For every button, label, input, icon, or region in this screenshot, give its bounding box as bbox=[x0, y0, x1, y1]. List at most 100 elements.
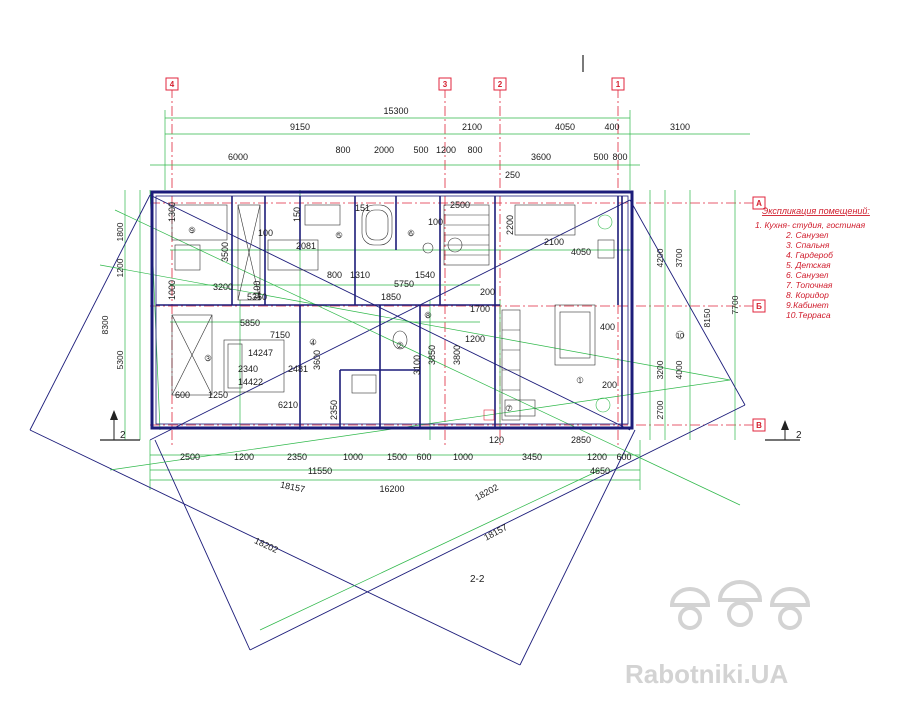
watermark-text: Rabotniki.UA bbox=[625, 659, 788, 689]
inner-dimension-label: 400 bbox=[600, 322, 615, 332]
dim-bottom-1: 600 bbox=[416, 452, 431, 462]
inner-dimension-label: 1300 bbox=[167, 202, 177, 222]
double-bed bbox=[223, 339, 285, 393]
dim-right: 3700 bbox=[674, 248, 684, 267]
inner-dimension-label: 1310 bbox=[350, 270, 370, 280]
legend-item: 4. Гардероб bbox=[786, 250, 834, 260]
desk bbox=[171, 204, 228, 241]
dim-left: 8300 bbox=[100, 315, 110, 334]
section-mark-right: 2 bbox=[765, 420, 802, 441]
dim-top-3: 800 bbox=[612, 152, 627, 162]
inner-dimension-label: 100 bbox=[258, 228, 273, 238]
dim-top-3: 500 bbox=[593, 152, 608, 162]
room-number-8: 8 bbox=[426, 313, 430, 320]
inner-dimension-label: 2481 bbox=[288, 364, 308, 374]
boiler bbox=[483, 409, 495, 421]
grid-axes bbox=[150, 88, 760, 445]
dimension-lines bbox=[124, 110, 750, 490]
inner-dimension-label: 7150 bbox=[270, 330, 290, 340]
dim-bottom-1: 2350 bbox=[287, 452, 307, 462]
dim-total-width: 15300 bbox=[383, 106, 408, 116]
diag-dim: 18202 bbox=[253, 535, 280, 555]
tv bbox=[597, 239, 615, 259]
shower bbox=[351, 374, 377, 394]
plant bbox=[597, 214, 613, 230]
inner-dimension-label: 1850 bbox=[381, 292, 401, 302]
room-number-4: 4 bbox=[311, 340, 315, 347]
plant bbox=[595, 397, 611, 413]
chair bbox=[174, 244, 201, 271]
inner-dimension-label: 2850 bbox=[571, 435, 591, 445]
inner-dimension-label: 4050 bbox=[571, 247, 591, 257]
inner-dimension-label: 3800 bbox=[452, 345, 462, 365]
inner-dimension-label: 200 bbox=[480, 287, 495, 297]
svg-text:3: 3 bbox=[443, 80, 448, 89]
dim-left: 5300 bbox=[115, 350, 125, 369]
exterior-walls bbox=[150, 190, 634, 430]
sofa bbox=[514, 204, 576, 236]
dim-bottom-1: 1000 bbox=[453, 452, 473, 462]
closet bbox=[171, 314, 213, 396]
child-desk bbox=[304, 204, 341, 226]
svg-text:В: В bbox=[756, 421, 762, 430]
room-number-7: 7 bbox=[507, 406, 511, 413]
kitchen-counter bbox=[501, 309, 521, 421]
dim-top-3: 500 bbox=[413, 145, 428, 155]
inner-dimension-label: 1100 bbox=[252, 281, 262, 300]
dim-top-3: 800 bbox=[335, 145, 350, 155]
inner-dimension-label: 14247 bbox=[248, 348, 273, 358]
dim-left: 1800 bbox=[115, 222, 125, 241]
dim-bottom-1: 1200 bbox=[587, 452, 607, 462]
watermark: Rabotniki.UA bbox=[625, 580, 811, 689]
inner-dimension-label: 2081 bbox=[296, 241, 316, 251]
inner-dimension-label: 3200 bbox=[213, 282, 233, 292]
furniture bbox=[171, 204, 615, 421]
staircase bbox=[443, 204, 490, 266]
section-mark-left: 2 bbox=[100, 410, 140, 441]
inner-dimension-label: 3100 bbox=[412, 355, 422, 375]
dim-top-2: 3100 bbox=[670, 122, 690, 132]
dim-bottom-3: 16200 bbox=[379, 484, 404, 494]
inner-dimension-label: 2340 bbox=[238, 364, 258, 374]
room-number-5: 5 bbox=[337, 233, 341, 240]
bathtub bbox=[361, 204, 393, 246]
legend-item: 6. Санузел bbox=[786, 270, 829, 280]
dim-top-3: 2000 bbox=[374, 145, 394, 155]
inner-dimension-label: 1000 bbox=[167, 280, 177, 300]
toilet bbox=[392, 330, 408, 350]
legend-title: Экспликация помещений: bbox=[762, 206, 870, 216]
legend-item: 3. Спальня bbox=[786, 240, 830, 250]
dim-bottom-1: 3450 bbox=[522, 452, 542, 462]
svg-text:A: A bbox=[756, 199, 762, 208]
watermark-helmets-icon bbox=[669, 580, 811, 630]
svg-text:1: 1 bbox=[616, 80, 621, 89]
dim-right: 8150 bbox=[702, 308, 712, 327]
room-number-2: 2 bbox=[398, 343, 402, 350]
inner-dimension-label: 3600 bbox=[312, 350, 322, 370]
dim-top-2: 400 bbox=[604, 122, 619, 132]
dim-top-2: 9150 bbox=[290, 122, 310, 132]
stove bbox=[504, 399, 536, 417]
inner-dimension-label: 5750 bbox=[394, 279, 414, 289]
dim-bottom-2: 11550 bbox=[308, 466, 332, 476]
axis-marker-top-4: 4 bbox=[165, 77, 179, 91]
child-bed bbox=[267, 239, 319, 271]
wardrobe bbox=[237, 204, 261, 301]
inner-dimension-label: 1540 bbox=[415, 270, 435, 280]
dim-bottom-1: 2500 bbox=[180, 452, 200, 462]
legend-item: 7. Топочная bbox=[786, 280, 833, 290]
inner-dimension-label: 2350 bbox=[329, 400, 339, 420]
dim-left: 1200 bbox=[115, 258, 125, 277]
inner-dimension-label: 2500 bbox=[450, 200, 470, 210]
room-legend: Экспликация помещений: 1. Кухня- студия,… bbox=[755, 206, 870, 320]
axis-marker-right-a: A bbox=[752, 196, 766, 210]
inner-dimension-label: 1200 bbox=[465, 334, 485, 344]
legend-item: 5. Детская bbox=[786, 260, 831, 270]
dim-right: 7700 bbox=[730, 295, 740, 314]
section-title: 2-2 bbox=[470, 574, 485, 585]
svg-text:4: 4 bbox=[170, 80, 175, 89]
inner-dimension-label: 2100 bbox=[544, 237, 564, 247]
inner-dimension-label: 800 bbox=[327, 270, 342, 280]
inner-dimension-label: 5350 bbox=[247, 292, 267, 302]
